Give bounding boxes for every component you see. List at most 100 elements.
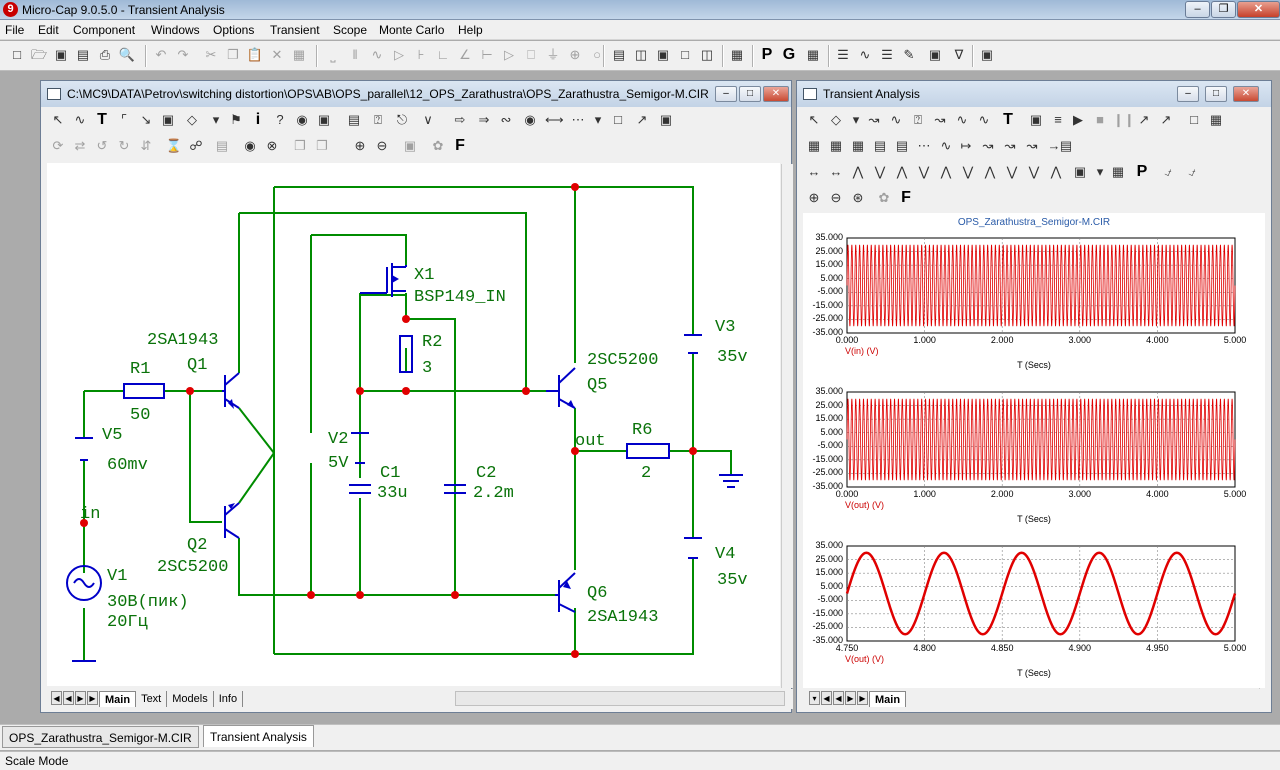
grid-y-icon[interactable]: ⋯ [917, 138, 931, 153]
grid-none-icon[interactable]: ▤ [873, 138, 887, 153]
analysis-tab-main[interactable]: Main [869, 691, 907, 707]
cursor-right-icon[interactable]: ↔ [829, 164, 843, 179]
slope-up-icon[interactable]: ⋀ [896, 164, 908, 179]
cursor-mode-icon[interactable]: ↦ [960, 138, 972, 153]
vertical-tag-icon[interactable]: ∿ [978, 112, 990, 127]
flip-y-icon[interactable]: ↻ [118, 138, 130, 153]
ortho-wire-icon[interactable]: ⌜ [120, 112, 128, 127]
paste-area-icon[interactable]: ❐ [316, 138, 328, 153]
transient-minimize-button[interactable]: – [1177, 86, 1199, 102]
minimize-button[interactable]: – [1185, 1, 1210, 18]
pin-markers-icon[interactable]: ⟷ [545, 112, 564, 127]
analysis-zoom-fit-icon[interactable]: ⊛ [852, 190, 864, 205]
cascade-icon[interactable]: ▣ [656, 47, 670, 62]
tab-main[interactable]: Main [99, 691, 137, 707]
source-tool-icon[interactable]: ⊕ [569, 47, 581, 62]
document-tab-schematic[interactable]: OPS_Zarathustra_Semigor-M.CIR [2, 726, 199, 748]
global-low-icon[interactable]: ⋁ [1006, 164, 1018, 179]
node-numbers-icon[interactable]: ⍰ [374, 112, 382, 127]
zoom-out-icon[interactable]: ⊖ [376, 138, 388, 153]
scale-mode-icon[interactable]: ↝ [868, 112, 880, 127]
tab-info[interactable]: Info [214, 691, 244, 707]
opamp-tool-icon[interactable]: ▷ [504, 47, 514, 62]
menu-help[interactable]: Help [458, 23, 483, 37]
find-icon[interactable]: ⌛ [165, 138, 183, 153]
on-off-icon[interactable]: ◉ [524, 112, 536, 127]
analysis-zoom-in-icon[interactable]: ⊕ [808, 190, 820, 205]
max-icon[interactable]: ⋀ [940, 164, 952, 179]
inflection-icon[interactable]: ⋁ [1028, 164, 1040, 179]
menu-file[interactable]: File [5, 23, 25, 37]
analysis-chart-icon[interactable]: ▤ [1059, 138, 1073, 153]
menu-transient[interactable]: Transient [270, 23, 320, 37]
analysis-font-button[interactable]: F [901, 189, 911, 206]
tile-horizontal-icon[interactable]: ▤ [612, 47, 626, 62]
analysis-first-page-icon[interactable]: ◀ [821, 691, 832, 705]
info-icon[interactable]: i [255, 111, 261, 128]
tile-vertical-icon[interactable]: ◫ [634, 47, 648, 62]
help-tool-icon[interactable]: ? [276, 112, 284, 127]
tab-models[interactable]: Models [167, 691, 214, 707]
copy-area-icon[interactable]: ❐ [294, 138, 306, 153]
horizontal-tag-icon[interactable]: ∿ [956, 112, 968, 127]
p-button[interactable]: P [761, 46, 773, 63]
resistor-tool-icon[interactable]: ⎵ [330, 47, 336, 62]
dropdown-arrow-icon[interactable]: ▾ [212, 112, 220, 127]
flag-icon[interactable]: ⚑ [230, 112, 242, 127]
grid-x-icon[interactable]: ▤ [895, 138, 909, 153]
menu-scope[interactable]: Scope [333, 23, 368, 37]
rotate-icon[interactable]: ⟳ [52, 138, 64, 153]
grid-icon[interactable]: ▦ [806, 47, 820, 62]
y-marker-icon[interactable]: ⍻ [1188, 164, 1196, 179]
npn-tool-icon[interactable]: ∟ [436, 47, 450, 62]
point-dropdown-icon[interactable]: ▾ [1096, 164, 1104, 179]
grid-both-icon[interactable]: ▦ [851, 138, 865, 153]
analysis-palette-icon[interactable]: ✿ [878, 190, 890, 205]
pnp-tool-icon[interactable]: ∠ [459, 47, 471, 62]
schematic-minimize-button[interactable]: – [715, 86, 737, 102]
peak-search-icon[interactable]: ⋀ [852, 164, 864, 179]
grid-minor-icon[interactable]: ▦ [829, 138, 843, 153]
window-split-icon[interactable]: ◫ [700, 47, 714, 62]
window-icon[interactable]: □ [681, 47, 689, 62]
minor-log-icon[interactable]: ∿ [940, 138, 952, 153]
save-icon[interactable]: ▣ [54, 47, 68, 62]
transient-maximize-button[interactable]: □ [1205, 86, 1227, 102]
mirror-icon[interactable]: ⇄ [74, 138, 86, 153]
high-icon[interactable]: ↝ [1026, 138, 1038, 153]
tab-text[interactable]: Text [136, 691, 168, 707]
shapes-tool-icon[interactable]: ◇ [187, 112, 197, 127]
analysis-next-page-icon[interactable]: ▶ [845, 691, 856, 705]
scale-icon[interactable]: ∿ [890, 112, 902, 127]
transient-close-button[interactable]: ✕ [1233, 86, 1259, 102]
analysis-select-icon[interactable]: ↖ [808, 112, 820, 127]
battery-tool-icon[interactable]: ⊦ [417, 47, 425, 62]
delete-icon[interactable]: ✕ [271, 47, 283, 62]
inductor-tool-icon[interactable]: ∿ [371, 47, 383, 62]
x-marker-icon[interactable]: ⍻ [1164, 164, 1172, 179]
pen-icon[interactable]: ✎ [903, 47, 915, 62]
title-block-icon[interactable]: ↗ [636, 112, 648, 127]
select-all-icon[interactable]: ▦ [292, 47, 306, 62]
wire-icon[interactable]: ∿ [74, 112, 86, 127]
analysis-scroll-down-icon[interactable]: ▾ [809, 691, 820, 705]
cut-icon[interactable]: ✂ [205, 47, 217, 62]
zoom-in-icon[interactable]: ⊕ [354, 138, 366, 153]
line-draw-icon[interactable]: ↗ [1138, 112, 1150, 127]
first-page-icon[interactable]: ◀ [51, 691, 62, 705]
analysis-properties-icon[interactable]: ▣ [1029, 112, 1043, 127]
text-toggle-icon[interactable]: ▤ [347, 112, 361, 127]
last-page-icon[interactable]: ▶ [87, 691, 98, 705]
cursor-left-icon[interactable]: ↔ [807, 164, 821, 179]
paste-icon[interactable]: 📋 [246, 47, 264, 62]
currents-icon[interactable]: ⇨ [454, 112, 466, 127]
copy-icon[interactable]: ❐ [227, 47, 239, 62]
menu-windows[interactable]: Windows [151, 23, 200, 37]
analysis-last-page-icon[interactable]: ▶ [857, 691, 868, 705]
point-tag-icon[interactable]: ↝ [934, 112, 946, 127]
restore-button[interactable]: ❐ [1211, 1, 1236, 18]
schematic-maximize-button[interactable]: □ [739, 86, 761, 102]
save-all-icon[interactable]: ▤ [76, 47, 90, 62]
info-tool-icon[interactable]: ▣ [161, 112, 175, 127]
menu-edit[interactable]: Edit [38, 23, 59, 37]
